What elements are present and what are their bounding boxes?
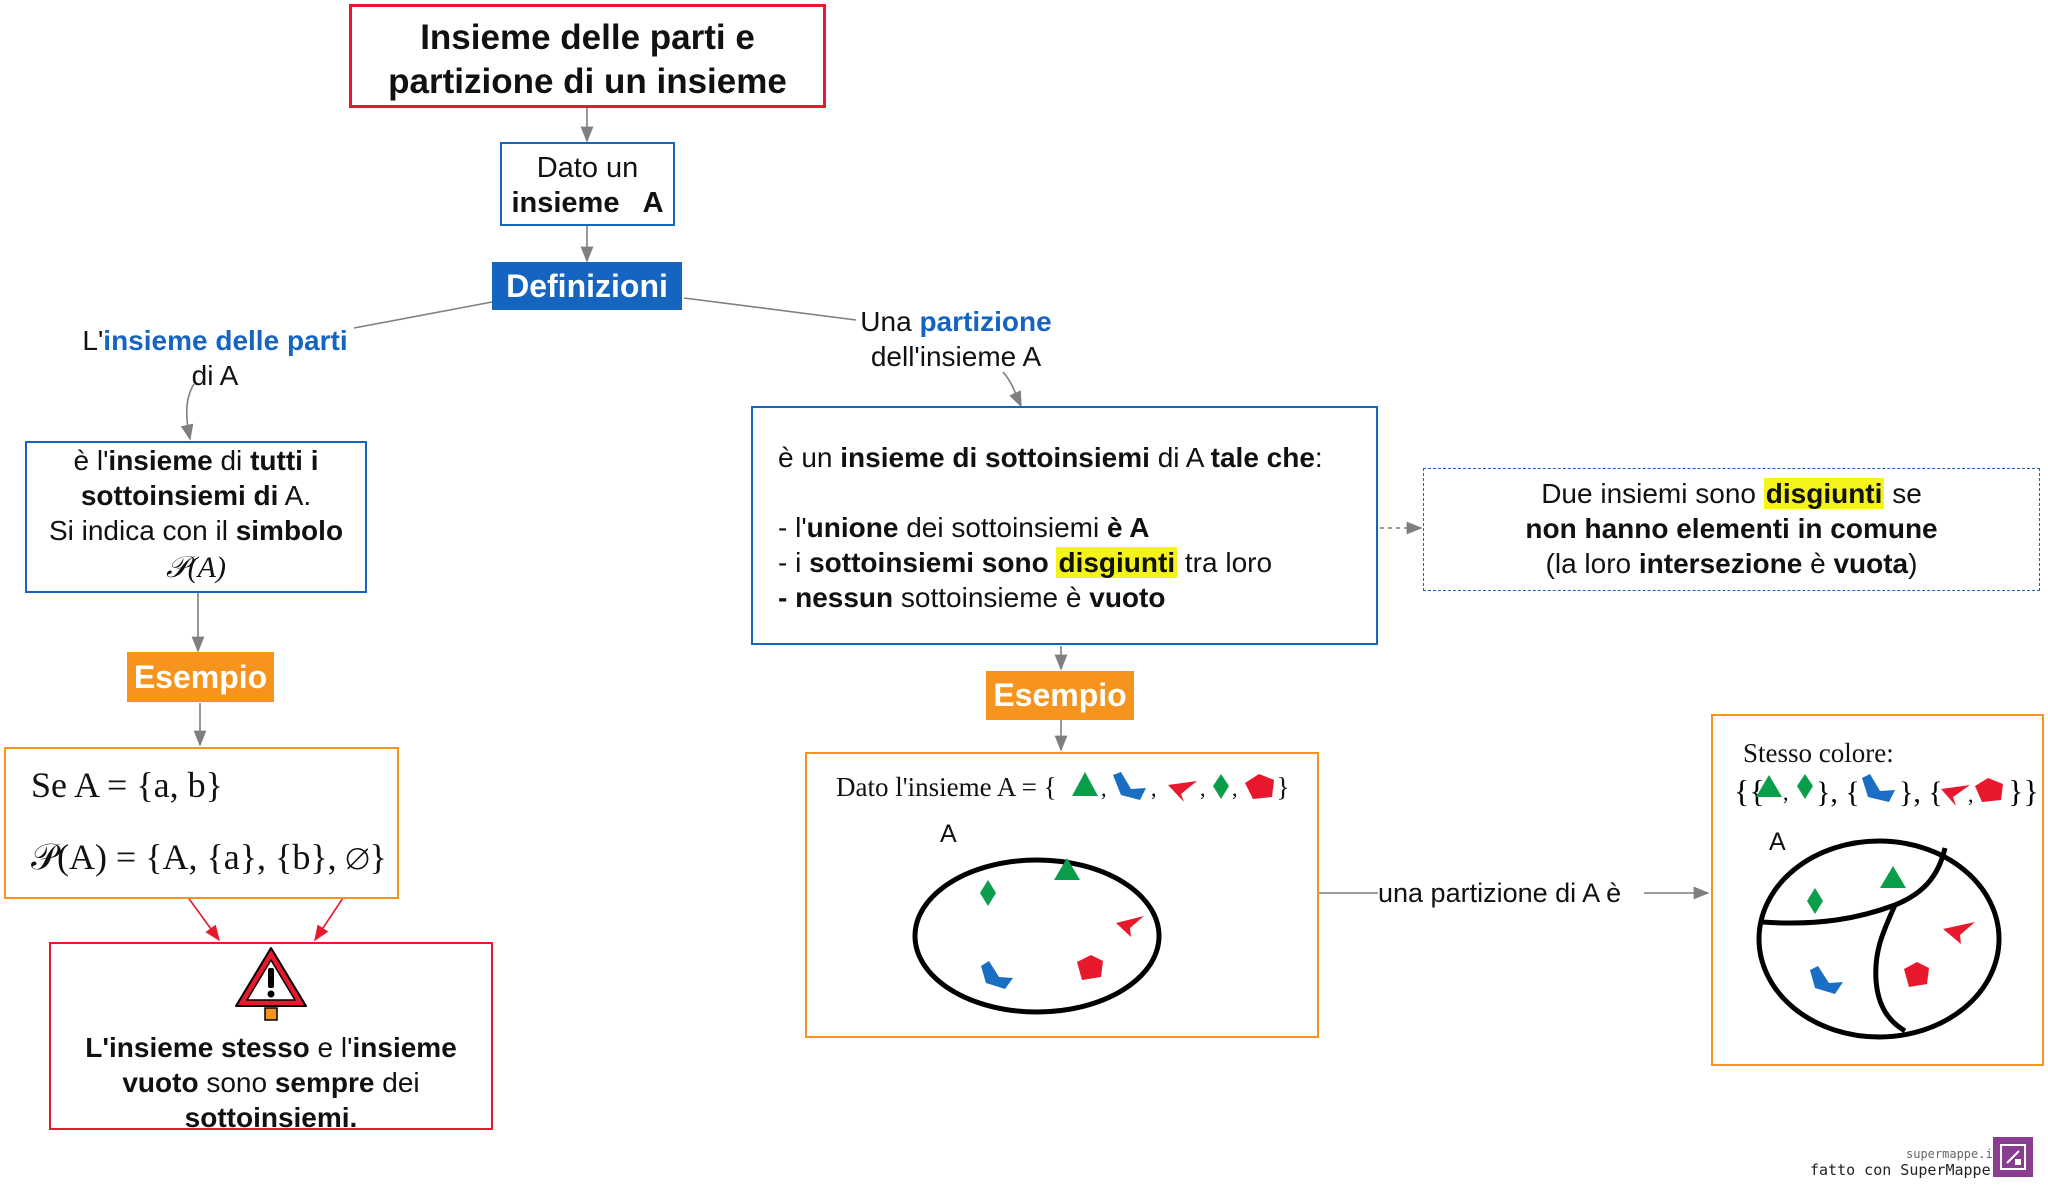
disjoint-def-bold: non hanno elementi in comune: [1525, 513, 1938, 544]
disjoint-highlight: disgiunti: [1763, 478, 1885, 509]
title-box: Insieme delle parti e partizione di un i…: [349, 4, 826, 108]
definizioni-label: Definizioni: [492, 262, 682, 310]
parts-def-bold: tutti i: [250, 445, 319, 476]
power-set-formula: 𝒫(A) = {: [31, 837, 163, 877]
partition-def-text: - l': [778, 512, 807, 543]
parts-def-text: A.: [278, 480, 312, 511]
partition-prefix: Una: [860, 306, 920, 337]
title-line-1: Insieme delle parti e: [420, 18, 755, 57]
partition-def-bold: è A: [1106, 512, 1150, 543]
disjoint-highlight: disgiunti: [1056, 547, 1178, 578]
parts-def-text: Si indica con il: [48, 515, 236, 546]
warning-bold: L'insieme stesso: [85, 1032, 310, 1063]
power-set-symbol: 𝒫(A): [166, 551, 226, 584]
partition-def-bold: vuoto: [1089, 582, 1166, 613]
given-line-1: Dato un: [536, 152, 639, 184]
warning-text: sono: [198, 1067, 275, 1098]
partition-def-bold: sottoinsiemi sono: [809, 547, 1049, 578]
parts-def-bold: sottoinsiemi di: [80, 480, 279, 511]
parts-definition-box: è l'insieme di tutti i sottoinsiemi di A…: [25, 441, 367, 593]
warning-bold: sottoinsiemi.: [184, 1102, 358, 1133]
esempio-label-left: Esempio: [127, 652, 274, 702]
given-set-box: Dato un insieme A: [500, 142, 675, 226]
disjoint-def-text: ): [1908, 548, 1918, 579]
partition-def-text: dei sottoinsiemi: [898, 512, 1107, 543]
parts-def-text: di: [212, 445, 251, 476]
partition-def-bold: tale che: [1210, 442, 1315, 473]
partition-def-text: sottoinsieme è: [893, 582, 1090, 613]
footer-site[interactable]: supermappe.it: [1906, 1147, 2000, 1161]
partition-line-2: dell'insieme A: [870, 341, 1042, 372]
disjoint-def-text: Due insiemi sono: [1541, 478, 1764, 509]
disjoint-def-bold: intersezione: [1638, 548, 1803, 579]
result-box: Stesso colore: A: [1711, 714, 2044, 1066]
warning-bold: sempre: [274, 1067, 375, 1098]
supermappe-logo-icon[interactable]: [1993, 1137, 2033, 1177]
disjoint-def-text: è: [1802, 548, 1834, 579]
power-set-formula: }: [369, 837, 387, 877]
partition-def-bold: - nessun: [778, 582, 894, 613]
parts-prefix: L': [82, 325, 104, 356]
partition-definition-box: è un insieme di sottoinsiemi di A tale c…: [751, 406, 1378, 645]
result-set-label-a: A: [1769, 828, 1786, 856]
example-left-box: Se A = {a, b} 𝒫(A) = {A, {a}, {b}, ∅}: [4, 747, 399, 899]
element-a-circled: A: [162, 837, 189, 877]
partition-label: Una partizione dell'insieme A: [840, 304, 1072, 374]
partition-def-bold: unione: [806, 512, 899, 543]
set-label-a: A: [940, 820, 957, 848]
same-color-label: Stesso colore:: [1743, 738, 1894, 768]
disjoint-def-text: se: [1884, 478, 1922, 509]
footer-made-with[interactable]: fatto con SuperMappe: [1810, 1161, 1991, 1179]
given-set-text: Dato l'insieme A = {: [836, 772, 1057, 802]
example-left-line-1: Se A = {a, b}: [31, 765, 223, 805]
warning-bold: insieme: [352, 1032, 457, 1063]
disjoint-def-bold: vuota: [1833, 548, 1909, 579]
title-line-2: partizione di un insieme: [388, 62, 787, 101]
partition-def-text: - i: [778, 547, 810, 578]
partition-def-text: di A: [1149, 442, 1211, 473]
given-set-close: }: [1276, 772, 1290, 802]
warning-text: dei: [374, 1067, 420, 1098]
disjoint-definition-box: Due insiemi sono disgiunti se non hanno …: [1423, 468, 2040, 591]
warning-text: e l': [309, 1032, 353, 1063]
esempio-label-right: Esempio: [986, 671, 1134, 720]
parts-line-2: di A: [191, 360, 239, 391]
parts-label: L'insieme delle parti di A: [60, 323, 370, 393]
partition-highlight: partizione: [919, 306, 1052, 337]
partition-arrow-label: una partizione di A è: [1378, 876, 1622, 910]
parts-def-bold: simbolo: [235, 515, 344, 546]
power-set-formula: , {a}, {b},: [188, 837, 346, 877]
partition-def-text: tra loro: [1177, 547, 1273, 578]
partition-def-text: :: [1314, 442, 1323, 473]
example-right-box: Dato l'insieme A = {} A: [805, 752, 1319, 1038]
parts-def-text: è l': [73, 445, 109, 476]
warning-bold: vuoto: [122, 1067, 199, 1098]
partition-def-text: è un: [778, 442, 841, 473]
parts-highlight: insieme delle parti: [103, 325, 348, 356]
given-line-2: insieme A: [511, 187, 664, 219]
partition-def-bold: insieme di sottoinsiemi: [840, 442, 1150, 473]
disjoint-def-text: (la loro: [1545, 548, 1639, 579]
warning-box: L'insieme stesso e l'insieme vuoto sono …: [49, 942, 493, 1133]
empty-set-circled: ∅: [345, 837, 370, 877]
parts-def-bold: insieme: [108, 445, 213, 476]
